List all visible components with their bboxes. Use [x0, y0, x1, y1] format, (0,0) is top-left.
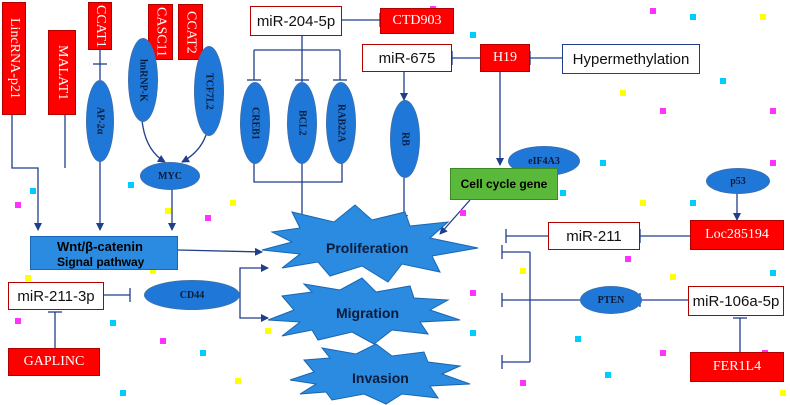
- proliferation-burst: [261, 204, 479, 283]
- hypermethylation-box: Hypermethylation: [562, 44, 700, 74]
- ap2a-oval: AP-2α: [86, 80, 114, 162]
- gaplinc-box: GAPLINC: [8, 348, 100, 376]
- h19-box: H19: [480, 44, 530, 72]
- mir-106a-5p-box: miR-106a-5p: [688, 286, 784, 316]
- pten-oval: PTEN: [580, 286, 642, 314]
- casc11-box: CASC11: [148, 4, 173, 60]
- wnt-title: Wnt/β-catenin: [57, 239, 143, 254]
- migration-burst: [267, 277, 461, 345]
- invasion-label: Invasion: [352, 370, 409, 386]
- mir-211-3p-box: miR-211-3p: [8, 282, 104, 310]
- tcf7l2-oval: TCF7L2: [194, 46, 224, 136]
- myc-oval: MYC: [140, 162, 200, 190]
- lincrna-p21-box: LincRNA-p21: [2, 2, 26, 115]
- mir-675-box: miR-675: [362, 44, 452, 72]
- cell-cycle-gene-box: Cell cycle gene: [450, 168, 558, 200]
- mir-211-box: miR-211: [548, 222, 640, 250]
- loc285194-box: Loc285194: [690, 220, 784, 250]
- wnt-beta-catenin-box: Wnt/β-catenin Signal pathway: [30, 236, 178, 270]
- bcl2-oval: BCL2: [287, 82, 317, 164]
- fer1l4-box: FER1L4: [690, 352, 784, 382]
- p53-oval: p53: [706, 168, 770, 194]
- creb1-oval: CREB1: [240, 82, 270, 164]
- proliferation-label: Proliferation: [326, 240, 409, 256]
- migration-label: Migration: [336, 305, 399, 321]
- ccat1-box: CCAT1: [88, 2, 112, 50]
- rb-oval: RB: [390, 100, 420, 178]
- malat1-box: MALAT1: [48, 30, 76, 115]
- mir-204-5p-box: miR-204-5p: [250, 6, 342, 36]
- ccat2-box: CCAT2: [178, 4, 203, 60]
- cd44-oval: CD44: [144, 280, 240, 310]
- invasion-burst: [289, 343, 471, 405]
- hnrnpk-oval: hnRNP-K: [128, 38, 158, 122]
- rab22a-oval: RAB22A: [326, 82, 356, 164]
- ctd903-box: CTD903: [380, 8, 454, 34]
- wnt-subtitle: Signal pathway: [57, 255, 145, 269]
